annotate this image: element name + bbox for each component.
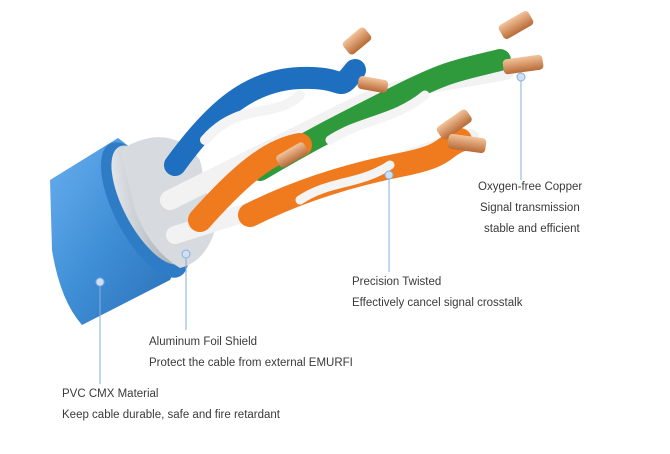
copper-conductors bbox=[276, 11, 544, 168]
copper-marker-dot bbox=[516, 72, 526, 82]
callout-oxygen-free-copper: Oxygen-free Copper Signal transmission s… bbox=[478, 177, 582, 240]
callout-pvc-desc: Keep cable durable, safe and fire retard… bbox=[62, 409, 281, 421]
pvc-marker-dot bbox=[95, 277, 105, 287]
callout-copper-title: Oxygen-free Copper bbox=[478, 181, 583, 193]
callout-aluminum-foil-shield: Aluminum Foil Shield Protect the cable f… bbox=[149, 332, 353, 374]
callout-foil-desc: Protect the cable from external EMURFI bbox=[149, 357, 353, 369]
twisted-marker-dot bbox=[384, 170, 394, 180]
orange-pair bbox=[188, 128, 472, 232]
callout-copper-line3: stable and efficient bbox=[484, 223, 580, 235]
leader-dots bbox=[95, 72, 526, 287]
callout-twisted-desc: Effectively cancel signal crosstalk bbox=[352, 297, 523, 309]
callout-pvc-title: PVC CMX Material bbox=[62, 388, 159, 400]
callout-twisted-title: Precision Twisted bbox=[352, 276, 442, 288]
blue-pair bbox=[164, 59, 366, 176]
callout-foil-title: Aluminum Foil Shield bbox=[149, 336, 258, 348]
callout-copper-line2: Signal transmission bbox=[480, 202, 580, 214]
callout-pvc-cmx-material: PVC CMX Material Keep cable durable, saf… bbox=[62, 384, 280, 426]
foil-marker-dot bbox=[181, 249, 191, 259]
leader-lines bbox=[99, 77, 522, 384]
callout-precision-twisted: Precision Twisted Effectively cancel sig… bbox=[352, 272, 522, 314]
